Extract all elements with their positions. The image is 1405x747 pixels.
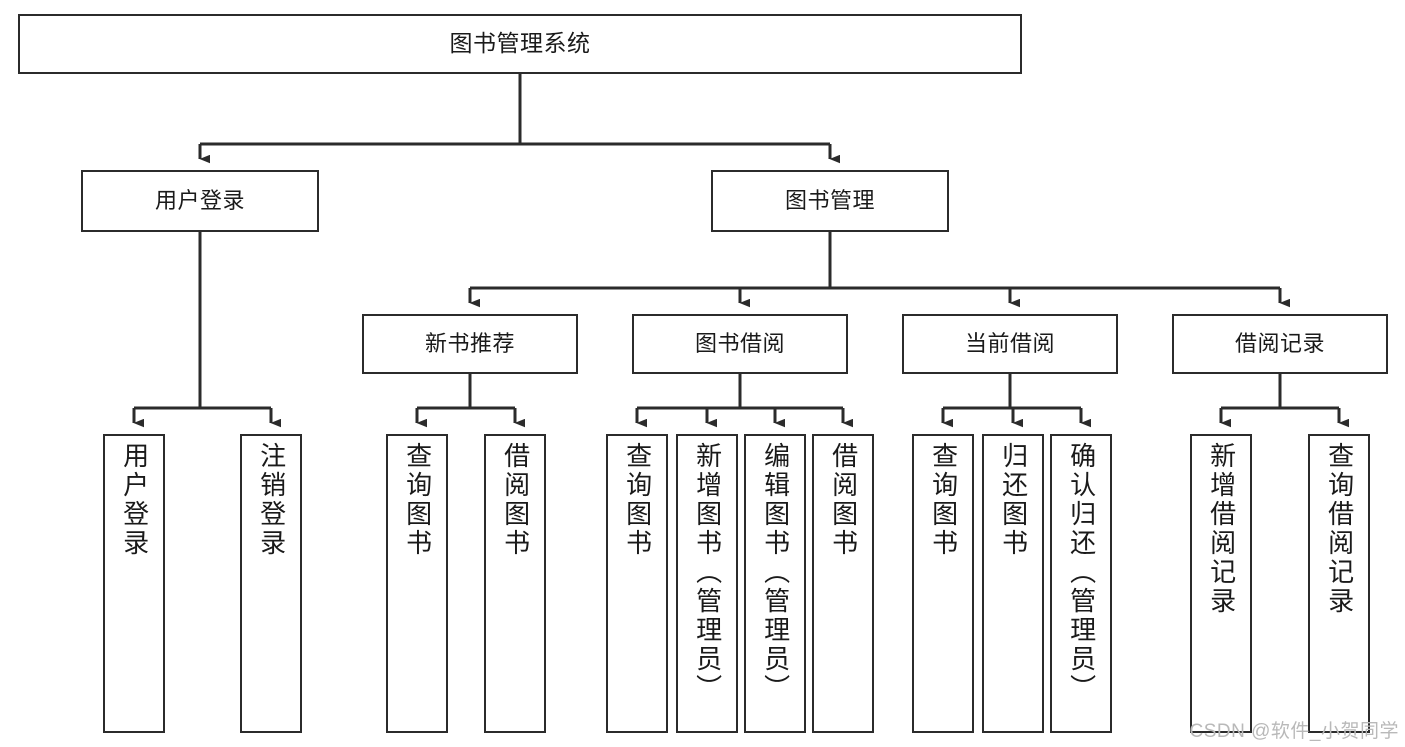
node-label: 新增图书（管理员） — [692, 442, 723, 703]
node-label: 图书借阅 — [694, 331, 785, 357]
node-root[interactable]: 图书管理系统 — [18, 14, 1022, 74]
node-l3-cur-1[interactable]: 查询图书 — [912, 434, 974, 733]
node-l2-current[interactable]: 当前借阅 — [902, 314, 1118, 374]
node-l2-newbook[interactable]: 新书推荐 — [362, 314, 578, 374]
node-label: 确认归还（管理员） — [1066, 442, 1097, 703]
node-label: 借阅图书 — [828, 442, 859, 558]
node-label: 注销登录 — [256, 442, 287, 558]
node-l1-bookmgmt[interactable]: 图书管理 — [711, 170, 949, 232]
node-l2-record[interactable]: 借阅记录 — [1172, 314, 1388, 374]
node-l3-new-2[interactable]: 借阅图书 — [484, 434, 546, 733]
node-l3-cur-2[interactable]: 归还图书 — [982, 434, 1044, 733]
node-l3-bor-3[interactable]: 编辑图书（管理员） — [744, 434, 806, 733]
node-label: 查询借阅记录 — [1324, 442, 1355, 616]
node-l2-borrow[interactable]: 图书借阅 — [632, 314, 848, 374]
node-label: 查询图书 — [622, 442, 653, 558]
node-label: 查询图书 — [928, 442, 959, 558]
node-l3-bor-2[interactable]: 新增图书（管理员） — [676, 434, 738, 733]
node-label: 图书管理 — [784, 188, 875, 214]
node-label: 借阅图书 — [500, 442, 531, 558]
node-label: 归还图书 — [998, 442, 1029, 558]
node-l3-cur-3[interactable]: 确认归还（管理员） — [1050, 434, 1112, 733]
node-label: 当前借阅 — [964, 331, 1055, 357]
node-l3-login-1[interactable]: 用户登录 — [103, 434, 165, 733]
node-label: 用户登录 — [119, 442, 150, 558]
node-l3-new-1[interactable]: 查询图书 — [386, 434, 448, 733]
node-label: 新增借阅记录 — [1206, 442, 1237, 616]
node-label: 新书推荐 — [424, 331, 515, 357]
node-l1-login[interactable]: 用户登录 — [81, 170, 319, 232]
node-label: 用户登录 — [154, 188, 245, 214]
node-label: 编辑图书（管理员） — [760, 442, 791, 703]
node-label: 查询图书 — [402, 442, 433, 558]
node-label: 图书管理系统 — [449, 30, 591, 57]
watermark-label: CSDN @软件_小贺同学 — [1189, 721, 1399, 742]
node-l3-bor-4[interactable]: 借阅图书 — [812, 434, 874, 733]
node-l3-bor-1[interactable]: 查询图书 — [606, 434, 668, 733]
node-l3-login-2[interactable]: 注销登录 — [240, 434, 302, 733]
node-label: 借阅记录 — [1234, 331, 1325, 357]
node-l3-rec-2[interactable]: 查询借阅记录 — [1308, 434, 1370, 733]
node-l3-rec-1[interactable]: 新增借阅记录 — [1190, 434, 1252, 733]
